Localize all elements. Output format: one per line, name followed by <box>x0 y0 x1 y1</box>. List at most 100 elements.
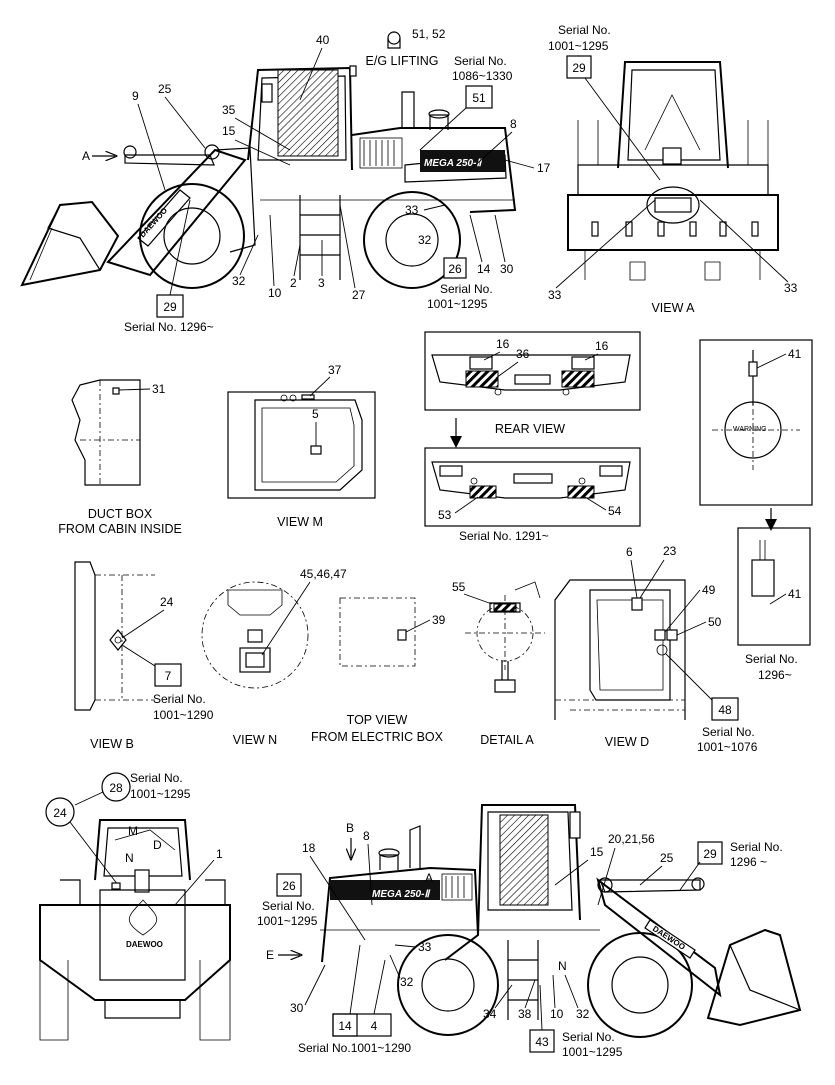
callout-45-47: 45,46,47 <box>300 567 347 581</box>
callout-9: 9 <box>132 89 139 103</box>
callout-25: 25 <box>158 82 172 96</box>
serial-1001: 1001~1295 <box>427 297 488 311</box>
serial-1076: 1001~1076 <box>697 740 758 754</box>
view-n: 45,46,47 VIEW N <box>201 567 347 747</box>
callout-16-right: 16 <box>595 339 609 353</box>
callout-20-21-56: 20,21,56 <box>608 832 655 846</box>
warning-panel: WARNING 41 41 Serial No. 1296~ <box>699 339 813 682</box>
callout-54: 54 <box>608 504 622 518</box>
side-view-left-callouts: 51, 52 E/G LIFTING 40 9 25 35 15 Serial … <box>124 27 551 334</box>
cab-m-label: M <box>128 824 138 838</box>
callout-8: 8 <box>510 117 517 131</box>
front-view: 28 Serial No. 1001~1295 24 M N D DAEWOO … <box>39 771 231 1041</box>
arrow-b-label: B <box>346 821 354 835</box>
callout-32: 32 <box>418 233 432 247</box>
detail-a-label: DETAIL A <box>480 733 534 747</box>
callout-31: 31 <box>152 382 166 396</box>
callout-29-box: 29 <box>163 300 177 314</box>
serial-1076-title: Serial No. <box>702 725 755 739</box>
callout-17: 17 <box>537 161 551 175</box>
view-m-label: VIEW M <box>277 515 323 529</box>
arrow-a2-label: A <box>425 871 433 885</box>
serial-28: 1001~1295 <box>130 787 191 801</box>
side-view-left: DAEWOO MEGA 250-Ⅱ <box>20 31 517 289</box>
duct-box-label-1: DUCT BOX <box>88 507 153 521</box>
callout-38: 38 <box>518 1007 532 1021</box>
callout-14b-box: 14 <box>338 1019 352 1033</box>
callout-55: 55 <box>452 580 466 594</box>
view-a-bolts <box>591 221 759 237</box>
serial-29b-title: Serial No. <box>730 840 783 854</box>
arrow-n-label: N <box>558 959 567 973</box>
serial-1296: Serial No. 1296~ <box>124 320 214 334</box>
callout-51-52: 51, 52 <box>412 27 446 41</box>
duct-box: 31 DUCT BOX FROM CABIN INSIDE <box>58 379 182 536</box>
callout-5: 5 <box>312 407 319 421</box>
view-d-label: VIEW D <box>605 735 649 749</box>
view-a-label: VIEW A <box>651 301 695 315</box>
serial-1086: 1086~1330 <box>452 69 513 83</box>
callout-15: 15 <box>222 124 236 138</box>
front-brand: DAEWOO <box>126 940 163 949</box>
serial-1001-title: Serial No. <box>440 282 493 296</box>
callout-4: 4 <box>371 1019 378 1033</box>
callout-33-va-left: 33 <box>548 288 562 302</box>
serial-1290: 1001~1290 <box>153 708 214 722</box>
boom-brand-2: DAEWOO <box>651 924 687 952</box>
duct-box-label-2: FROM CABIN INSIDE <box>58 522 182 536</box>
view-b-label: VIEW B <box>90 737 134 751</box>
callout-48-box: 48 <box>718 703 732 717</box>
callout-40: 40 <box>316 33 330 47</box>
callout-41-top: 41 <box>788 347 802 361</box>
arrow-a-label: A <box>82 149 90 163</box>
callout-26b-box: 26 <box>282 879 296 893</box>
callout-25b: 25 <box>660 851 674 865</box>
callout-16-left: 16 <box>496 337 510 351</box>
callout-33b: 33 <box>418 940 432 954</box>
view-m: 37 5 VIEW M <box>227 363 376 529</box>
model-decal-2: MEGA 250-Ⅱ <box>372 889 431 900</box>
electric-box-top-view: 39 TOP VIEW FROM ELECTRIC BOX <box>311 597 446 744</box>
serial-1296b-title: Serial No. <box>745 652 798 666</box>
callout-33-va-right: 33 <box>784 281 798 295</box>
callout-30: 30 <box>500 262 514 276</box>
callout-28-circle: 28 <box>109 781 123 795</box>
callout-8b: 8 <box>363 829 370 843</box>
callout-41-bottom: 41 <box>788 587 802 601</box>
callout-23: 23 <box>663 544 677 558</box>
serial-1296b: 1296~ <box>758 668 792 682</box>
callout-15b: 15 <box>590 845 604 859</box>
view-a-serial: 1001~1295 <box>548 39 609 53</box>
callout-24: 24 <box>160 595 174 609</box>
rear-view: 16 36 16 REAR VIEW 53 54 Serial No. 1291… <box>424 331 641 543</box>
callout-10b: 10 <box>550 1007 564 1021</box>
callout-7-box: 7 <box>165 669 172 683</box>
callout-32b: 32 <box>232 274 246 288</box>
view-a: Serial No. 1001~1295 29 33 33 VIEW A <box>548 23 798 315</box>
serial-29b: 1296 ~ <box>730 855 767 869</box>
serial-26b-title: Serial No. <box>262 899 315 913</box>
callout-35: 35 <box>222 103 236 117</box>
cab-d-label: D <box>153 838 162 852</box>
callout-33: 33 <box>405 203 419 217</box>
serial-1290-title: Serial No. <box>153 692 206 706</box>
callout-29-va: 29 <box>572 61 586 75</box>
cab-n-label: N <box>125 851 134 865</box>
callout-50: 50 <box>708 615 722 629</box>
view-n-label: VIEW N <box>233 733 277 747</box>
callout-6: 6 <box>626 545 633 559</box>
callout-49: 49 <box>702 583 716 597</box>
callout-43-box: 43 <box>535 1035 549 1049</box>
callout-39: 39 <box>432 613 446 627</box>
top-view-label-1: TOP VIEW <box>347 713 408 727</box>
model-decal: MEGA 250-Ⅱ <box>424 158 483 169</box>
arrow-e-label: E <box>266 948 274 962</box>
detail-a: 55 DETAIL A <box>452 580 545 747</box>
view-a-serial-title: Serial No. <box>558 23 611 37</box>
callout-10: 10 <box>268 286 282 300</box>
callout-29b-box: 29 <box>703 847 717 861</box>
callout-3: 3 <box>318 276 325 290</box>
warning-text: WARNING <box>733 426 767 433</box>
